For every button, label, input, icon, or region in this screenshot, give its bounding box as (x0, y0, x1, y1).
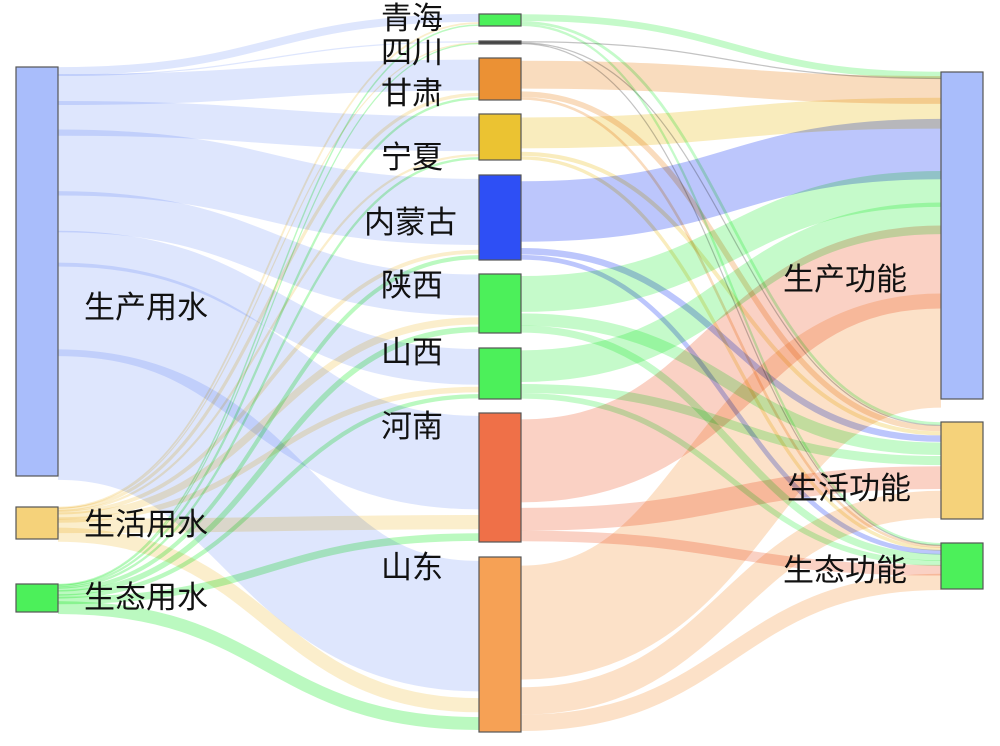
link-henan-to-production-function (520, 225, 942, 503)
link-neimenggu-to-production-function (520, 118, 942, 242)
label-ningxia: 宁夏 (381, 140, 443, 176)
label-neimenggu: 内蒙古 (364, 205, 457, 241)
node-sichuan (478, 40, 522, 45)
node-domestic-water (15, 506, 59, 540)
label-shanxi: 山西 (381, 335, 443, 371)
node-ecological-function (940, 542, 984, 590)
label-domestic-water: 生活用水 (84, 507, 208, 543)
label-qinghai: 青海 (381, 1, 443, 37)
node-shanxi (478, 347, 522, 400)
link-ecological-water-to-ningxia (57, 157, 480, 589)
link-shandong-to-ecological-function (520, 573, 942, 731)
node-shandong (478, 556, 522, 733)
link-domestic-water-to-gansu (57, 92, 480, 511)
link-ecological-water-to-qinghai (57, 24, 480, 586)
link-domestic-water-to-ningxia (57, 153, 480, 512)
link-domestic-water-to-sichuan (57, 42, 480, 509)
link-ecological-water-to-shaanxi (57, 326, 480, 596)
node-neimenggu (478, 174, 522, 261)
link-domestic-water-to-henan (57, 515, 480, 534)
label-production-water: 生产用水 (84, 290, 208, 326)
link-production-water-to-ningxia (57, 100, 480, 152)
link-production-water-to-gansu (57, 59, 480, 105)
link-domestic-water-to-shanxi (57, 386, 480, 523)
link-ecological-water-to-gansu (57, 97, 480, 588)
link-ecological-water-to-shanxi (57, 394, 480, 599)
label-shaanxi: 陕西 (381, 268, 443, 304)
link-domestic-water-to-qinghai (57, 22, 480, 509)
link-ecological-water-to-sichuan (57, 43, 480, 586)
node-henan (478, 412, 522, 543)
target-nodes (940, 71, 984, 590)
node-shaanxi (478, 273, 522, 334)
label-shandong: 山东 (381, 550, 443, 586)
link-shandong-to-production-function (518, 293, 944, 680)
link-production-water-to-henan (57, 262, 480, 510)
link-domestic-water-to-shaanxi (57, 317, 480, 520)
link-ecological-water-to-henan (57, 533, 480, 605)
link-domestic-water-to-neimenggu (57, 249, 480, 515)
flow-links (56, 13, 944, 731)
link-production-water-to-qinghai (57, 13, 480, 76)
link-gansu-to-production-function (520, 60, 942, 104)
node-production-function (940, 71, 984, 400)
node-ningxia (478, 113, 522, 161)
label-production-function: 生产功能 (783, 262, 907, 298)
link-shandong-to-domestic-function (520, 490, 942, 715)
link-domestic-water-to-shandong (57, 527, 480, 713)
source-nodes (15, 66, 59, 613)
link-qinghai-to-production-function (520, 14, 942, 79)
node-qinghai (478, 13, 522, 27)
link-shaanxi-to-production-function (520, 170, 942, 312)
label-sichuan: 四川 (381, 35, 443, 71)
link-production-water-to-neimenggu (57, 129, 480, 245)
node-labels: 生产用水 生活用水 生态用水 青海 四川 甘肃 宁夏 内蒙古 陕西 山西 河南 … (84, 1, 911, 616)
node-production-water (15, 66, 59, 477)
link-production-water-to-shaanxi (57, 191, 480, 316)
node-domestic-function (940, 421, 984, 520)
label-gansu: 甘肃 (381, 76, 443, 112)
label-ecological-function: 生态功能 (783, 553, 907, 589)
label-domestic-function: 生活功能 (787, 471, 911, 507)
link-shanxi-to-production-function (520, 202, 942, 383)
link-production-water-to-shanxi (57, 230, 480, 385)
label-henan: 河南 (381, 409, 443, 445)
link-ecological-water-to-neimenggu (57, 255, 480, 592)
region-nodes (478, 13, 522, 733)
node-ecological-water (15, 583, 59, 613)
link-ningxia-to-production-function (520, 97, 942, 149)
node-gansu (478, 57, 522, 101)
link-ecological-water-to-shandong (57, 601, 480, 730)
label-ecological-water: 生态用水 (84, 580, 208, 616)
